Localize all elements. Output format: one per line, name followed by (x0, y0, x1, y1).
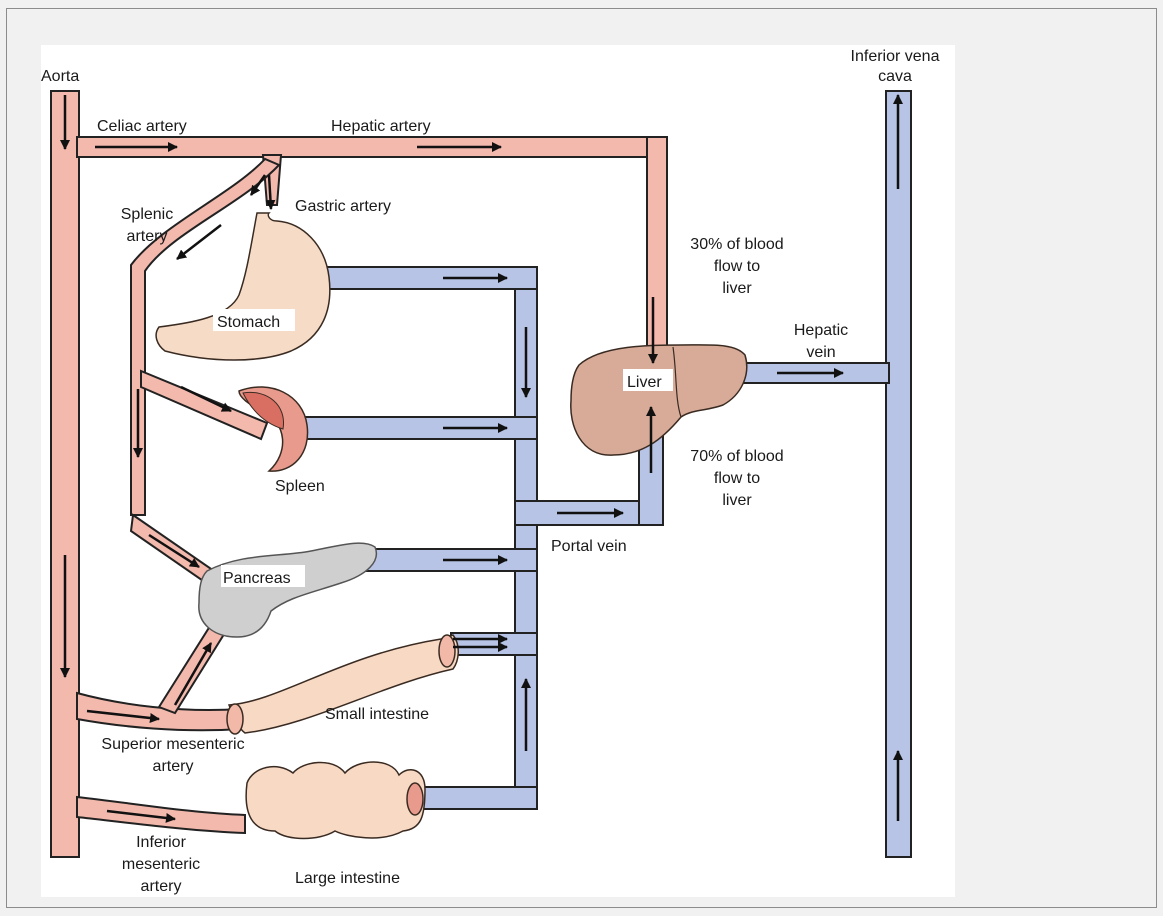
label-pancreas: Pancreas (223, 570, 291, 587)
large-intestine-vein (413, 787, 537, 809)
label-liver: Liver (627, 374, 662, 391)
label-ivc-line2: cava (878, 68, 912, 85)
page-frame: Aorta Inferior vena cava Celiac artery H… (6, 8, 1157, 908)
label-flow70-line3: liver (722, 492, 752, 509)
label-aorta: Aorta (41, 68, 79, 85)
inferior-vena-cava (886, 91, 911, 857)
label-splenic-line1: Splenic (121, 206, 173, 223)
label-celiac: Celiac artery (97, 118, 187, 135)
label-flow70-line1: 70% of blood (690, 448, 783, 465)
label-stomach: Stomach (217, 314, 280, 331)
inferior-mesenteric-artery (77, 797, 245, 833)
splenic-artery-spleen-branch (141, 371, 267, 439)
label-splenic-line2: artery (127, 228, 168, 245)
veins (303, 91, 911, 857)
label-ivc-line1: Inferior vena (851, 48, 940, 65)
label-spleen: Spleen (275, 478, 325, 495)
liver-organ (571, 345, 747, 455)
small-intestine-end (227, 704, 243, 734)
diagram-figure: Aorta Inferior vena cava Celiac artery H… (41, 45, 955, 897)
large-intestine-opening (407, 783, 423, 815)
label-flow30-line2: flow to (714, 258, 760, 275)
small-intestine-vein (451, 633, 537, 655)
aorta (51, 91, 79, 857)
label-flow30-line1: 30% of blood (690, 236, 783, 253)
small-intestine-opening (439, 635, 455, 667)
label-large-intestine: Large intestine (295, 870, 400, 887)
label-sma-line2: artery (153, 758, 194, 775)
label-small-intestine: Small intestine (325, 706, 429, 723)
label-hepatic-artery: Hepatic artery (331, 118, 431, 135)
portal-circulation-diagram: Aorta Inferior vena cava Celiac artery H… (41, 45, 955, 897)
label-hepatic-vein-line2: vein (806, 344, 835, 361)
arrow-to-pancreas (149, 535, 199, 567)
label-portal-vein: Portal vein (551, 538, 627, 555)
label-sma-line1: Superior mesenteric (101, 736, 244, 753)
label-ima-line3: artery (141, 878, 182, 895)
label-flow30-line3: liver (722, 280, 752, 297)
label-gastric: Gastric artery (295, 198, 391, 215)
label-hepatic-vein-line1: Hepatic (794, 322, 848, 339)
pancreas-organ (199, 543, 377, 637)
label-ima-line1: Inferior (136, 834, 186, 851)
large-intestine-organ (246, 762, 425, 839)
label-flow70-line2: flow to (714, 470, 760, 487)
labels: Aorta Inferior vena cava Celiac artery H… (41, 48, 940, 895)
label-ima-line2: mesenteric (122, 856, 200, 873)
